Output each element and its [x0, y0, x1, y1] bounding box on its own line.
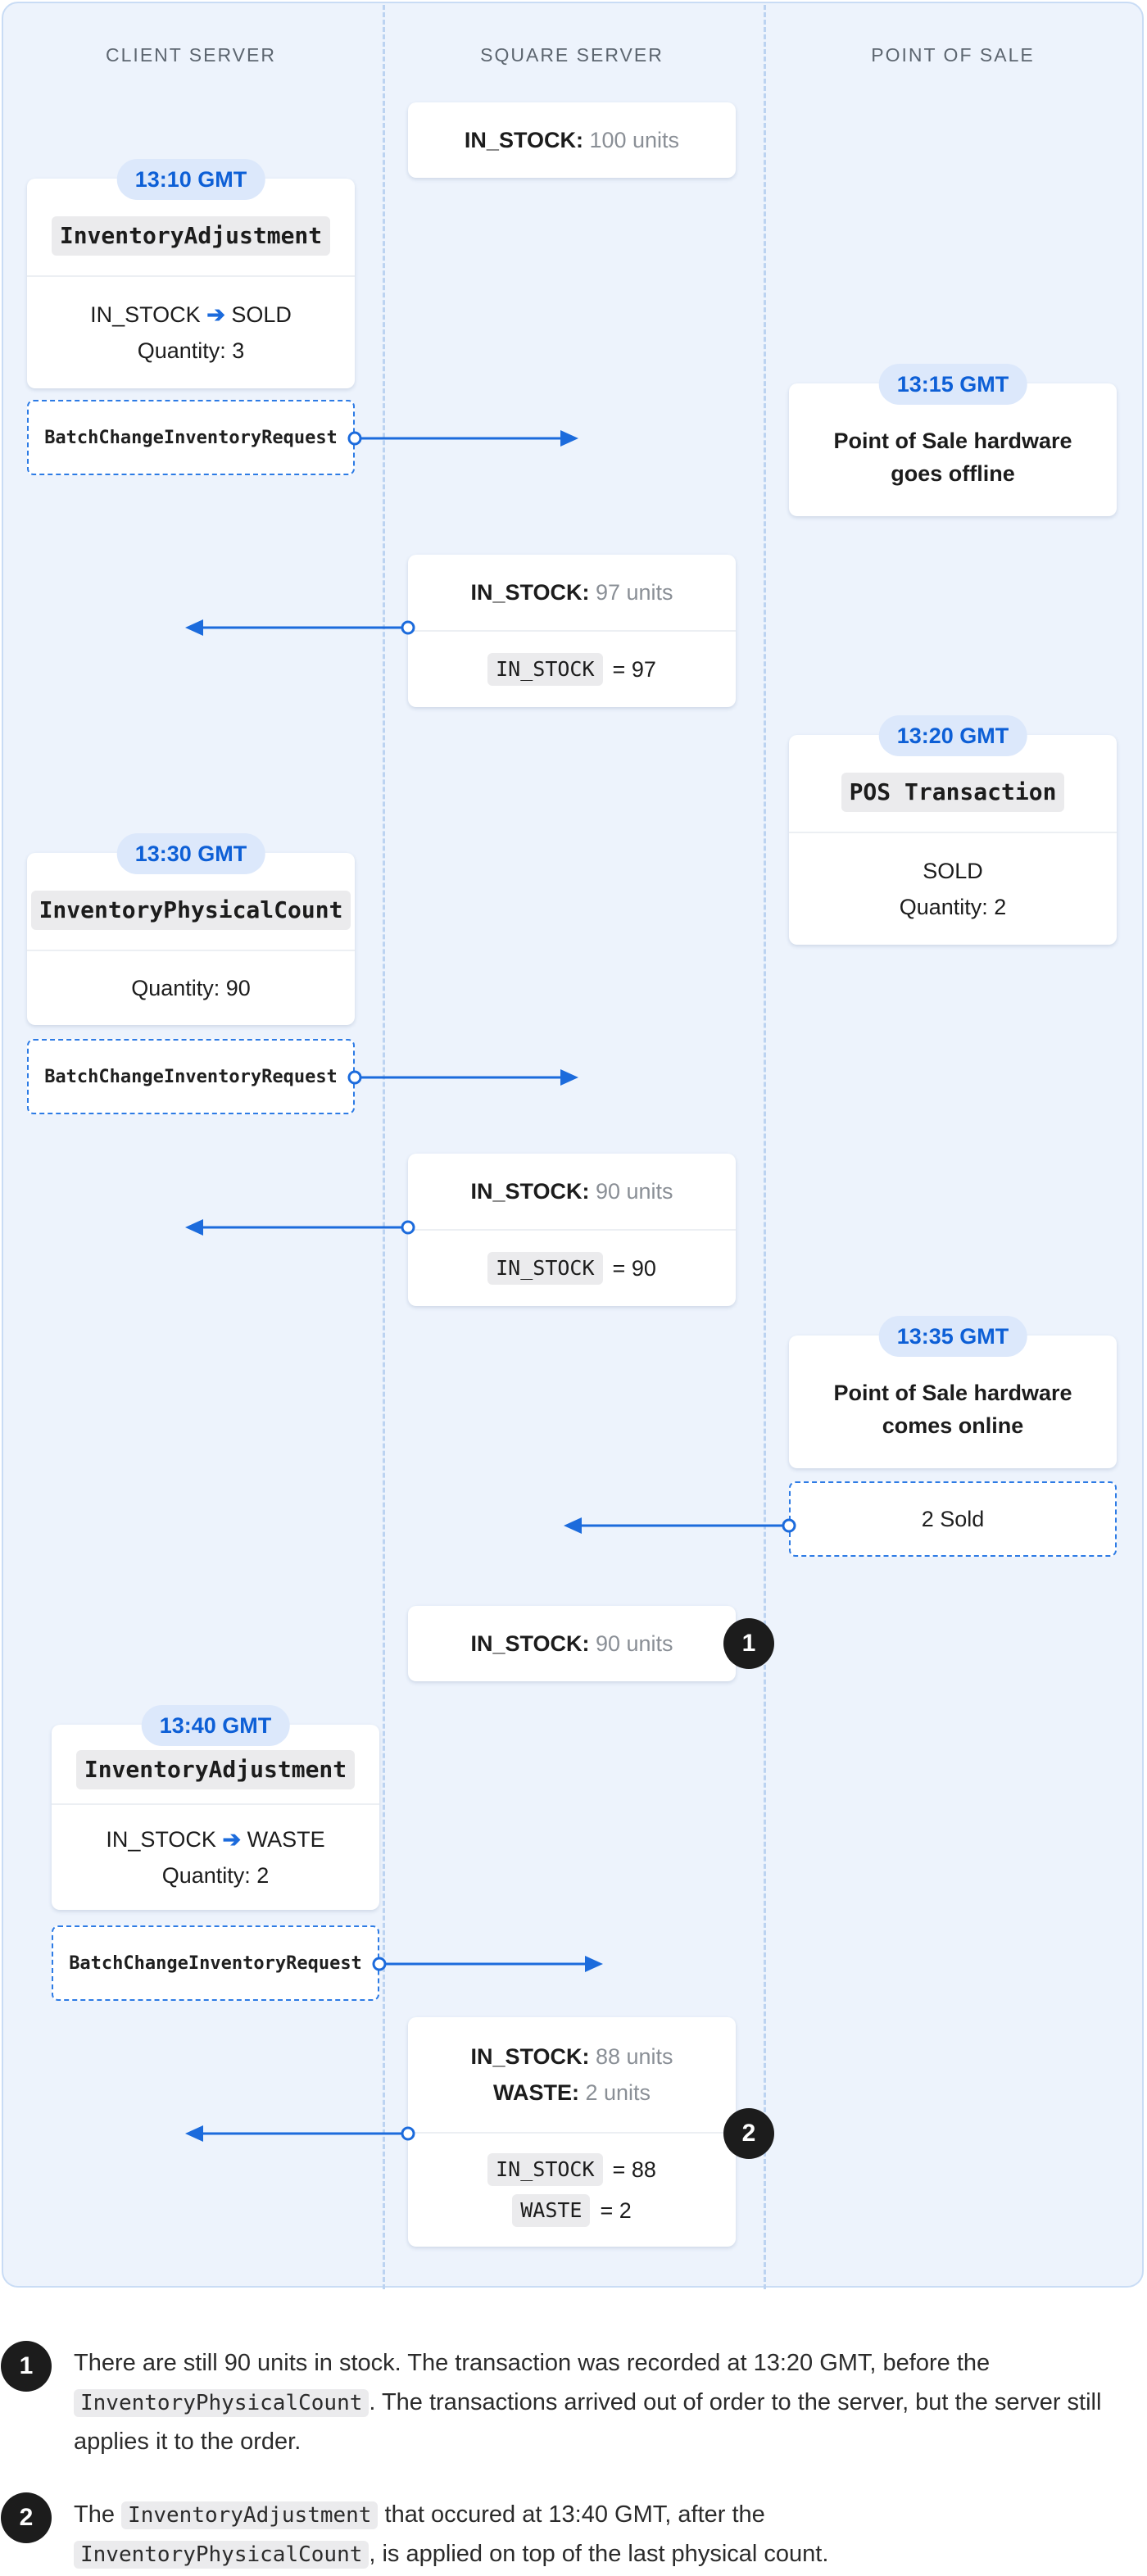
sync-arrow: [564, 1517, 796, 1534]
stock-value: 90 units: [595, 1179, 673, 1204]
response-arrow-3: [185, 2125, 415, 2142]
batch-request-box-3: BatchChangeInventoryRequest: [52, 1925, 379, 2001]
pos-transaction-title: POS Transaction: [841, 773, 1065, 812]
initial-stock-card: IN_STOCK: 100 units: [408, 102, 736, 178]
footnote-text: . The transactions arrived out of order …: [74, 2389, 1102, 2455]
footnote-badge-2: 2: [1, 2492, 52, 2543]
footnote-text: There are still 90 units in stock. The t…: [74, 2350, 991, 2376]
column-header-client: CLIENT SERVER: [106, 44, 276, 66]
physical-count-card: InventoryPhysicalCount Quantity: 90: [27, 853, 355, 1025]
sold-sync-box: 2 Sold: [789, 1481, 1117, 1557]
quantity: Quantity: 2: [161, 1863, 270, 1888]
waste-count: = 2: [600, 2198, 632, 2223]
time-badge-adjustment-2: 13:40 GMT: [141, 1705, 290, 1746]
stock-count: = 97: [612, 657, 656, 682]
square-stock-card-88: IN_STOCK: 88 units WASTE: 2 units IN_STO…: [408, 2017, 736, 2247]
square-stock-card-synced: IN_STOCK: 90 units: [408, 1606, 736, 1681]
lane-divider: [764, 5, 766, 2289]
pos-online-card: Point of Sale hardware comes online: [789, 1336, 1117, 1468]
batch-request-box-1: BatchChangeInventoryRequest: [27, 400, 355, 475]
pos-online-line1: Point of Sale hardware: [833, 1381, 1072, 1405]
pos-offline-line2: goes offline: [891, 461, 1015, 486]
stock-label: IN_STOCK:: [464, 128, 583, 152]
lane-divider: [383, 5, 385, 2289]
time-badge-pos-offline: 13:15 GMT: [878, 364, 1027, 405]
stock-value: 90 units: [595, 1631, 673, 1656]
footnote-code: InventoryPhysicalCount: [74, 2541, 369, 2569]
footnote-badge-1: 1: [1, 2341, 52, 2392]
column-header-pos: POINT OF SALE: [871, 44, 1035, 66]
square-stock-card-97: IN_STOCK: 97 units IN_STOCK = 97: [408, 555, 736, 707]
stock-code: IN_STOCK: [487, 2153, 603, 2186]
pos-transaction-card: POS Transaction SOLD Quantity: 2: [789, 735, 1117, 945]
stock-value: 100 units: [589, 128, 680, 152]
stock-value: 88 units: [595, 2044, 673, 2069]
stock-code: IN_STOCK: [487, 653, 603, 686]
footnote-1-text: There are still 90 units in stock. The t…: [74, 2343, 1139, 2461]
time-badge-physical-count: 13:30 GMT: [116, 833, 265, 874]
callout-badge-1: 1: [723, 1618, 774, 1669]
time-badge-adjustment-1: 13:10 GMT: [116, 159, 265, 200]
square-stock-card-90: IN_STOCK: 90 units IN_STOCK = 90: [408, 1154, 736, 1306]
waste-value: 2 units: [585, 2080, 651, 2105]
response-arrow-2: [185, 1219, 415, 1236]
state-from: IN_STOCK: [106, 1827, 216, 1852]
state-from: IN_STOCK: [90, 302, 201, 327]
message-arrows: [185, 430, 796, 2142]
pos-offline-card: Point of Sale hardware goes offline: [789, 383, 1117, 516]
stock-value: 97 units: [595, 580, 673, 605]
quantity: Quantity: 90: [131, 976, 251, 1000]
stock-label: IN_STOCK:: [470, 580, 590, 605]
callout-badge-2: 2: [723, 2108, 774, 2159]
quantity: Quantity: 3: [137, 338, 245, 363]
footnote-text: that occured at 13:40 GMT, after the: [384, 2501, 765, 2528]
footnote-text: , is applied on top of the last physical…: [369, 2541, 829, 2567]
footnote-2-text: The InventoryAdjustment that occured at …: [74, 2495, 1139, 2574]
footnote-1: 1 There are still 90 units in stock. The…: [0, 2335, 1147, 2466]
pos-online-line2: comes online: [882, 1413, 1024, 1438]
request-arrow-2: [347, 1069, 578, 1086]
stock-count: = 88: [612, 2157, 656, 2182]
footnote-code: InventoryPhysicalCount: [74, 2389, 369, 2417]
inventory-adjustment-card-2: InventoryAdjustment IN_STOCK ➔ WASTE Qua…: [52, 1725, 379, 1910]
request-arrow-1: [347, 430, 578, 447]
time-badge-pos-transaction: 13:20 GMT: [878, 715, 1027, 756]
quantity: Quantity: 2: [899, 895, 1007, 919]
column-header-square: SQUARE SERVER: [480, 44, 664, 66]
right-arrow-icon: ➔: [222, 1827, 242, 1852]
inventory-adjustment-card-1: InventoryAdjustment IN_STOCK ➔ SOLD Quan…: [27, 179, 355, 388]
stock-label: IN_STOCK:: [470, 1179, 590, 1204]
footnote-text: The: [74, 2501, 115, 2528]
waste-code: WASTE: [512, 2194, 591, 2227]
stock-label: IN_STOCK:: [470, 2044, 590, 2069]
request-arrow-3: [372, 1956, 603, 1972]
transaction-state: SOLD: [923, 859, 983, 883]
waste-label: WASTE:: [492, 2080, 579, 2105]
stock-count: = 90: [612, 1256, 656, 1281]
batch-request-box-2: BatchChangeInventoryRequest: [27, 1039, 355, 1114]
pos-offline-line1: Point of Sale hardware: [833, 429, 1072, 453]
stock-code: IN_STOCK: [487, 1252, 603, 1285]
adjustment-title: InventoryAdjustment: [75, 1750, 356, 1789]
state-to: SOLD: [231, 302, 292, 327]
physical-count-title: InventoryPhysicalCount: [30, 891, 351, 930]
adjustment-title: InventoryAdjustment: [51, 216, 331, 256]
footnote-2: 2 The InventoryAdjustment that occured a…: [0, 2487, 1147, 2573]
stock-label: IN_STOCK:: [470, 1631, 590, 1656]
response-arrow-1: [185, 619, 415, 636]
state-to: WASTE: [247, 1827, 325, 1852]
footnote-code: InventoryAdjustment: [121, 2501, 379, 2529]
time-badge-pos-online: 13:35 GMT: [878, 1316, 1027, 1357]
right-arrow-icon: ➔: [206, 302, 225, 327]
